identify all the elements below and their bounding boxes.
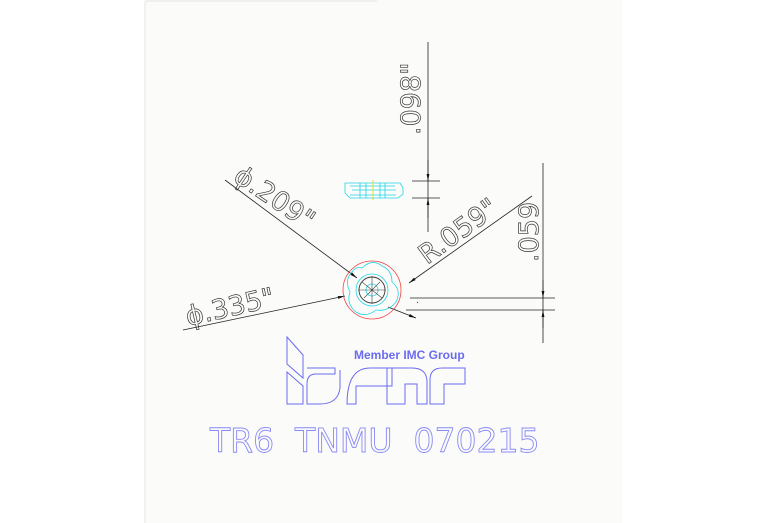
- member-imc-group-text: Member IMC Group: [354, 348, 465, 362]
- part-code: TR6 TNMU 070215: [209, 421, 539, 460]
- thickness-label: .098": [396, 62, 427, 135]
- iscar-logo: Member IMC Group: [286, 335, 466, 405]
- offset-label: .059: [514, 202, 545, 262]
- drawing-sheet: [145, 0, 622, 523]
- insert-top-view: [342, 260, 402, 320]
- thickness-dimension: .098": [396, 42, 440, 232]
- offset-dimension: .059: [387, 163, 555, 343]
- insert-side-view: [344, 180, 404, 200]
